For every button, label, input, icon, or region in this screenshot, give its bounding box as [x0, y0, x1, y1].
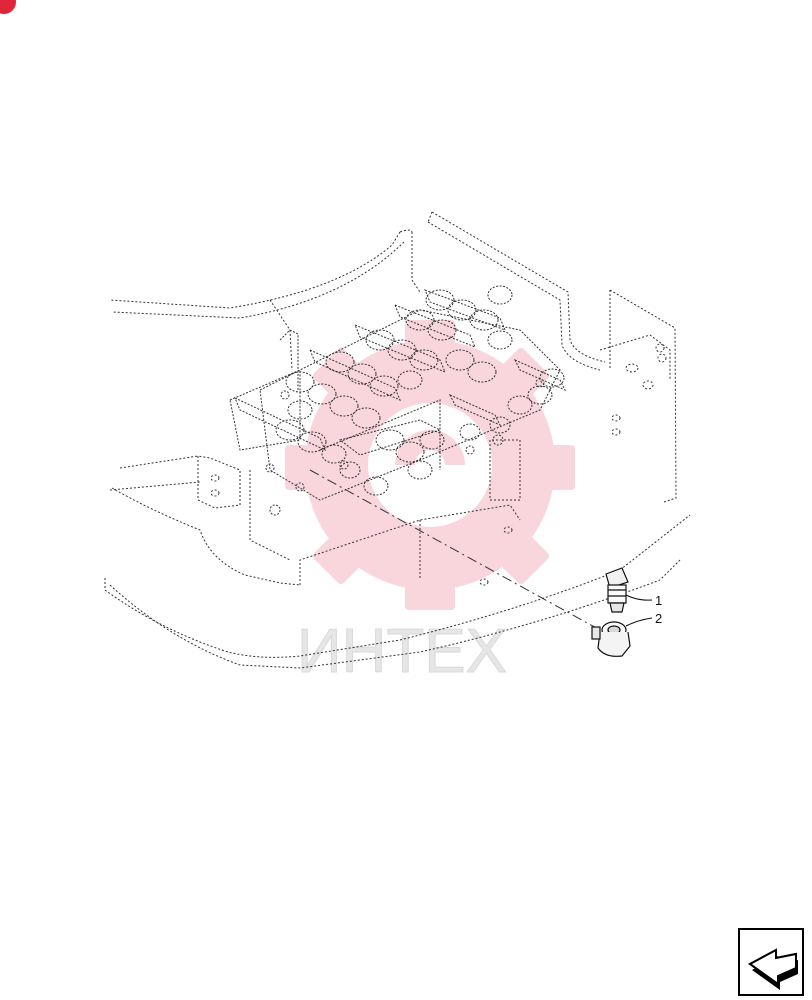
part-2-elbow-fitting[interactable] [591, 621, 631, 657]
brand-logo-icon [0, 0, 16, 14]
part-1-adapter-fitting[interactable] [605, 567, 629, 613]
watermark-text: ИНТЕХ [297, 617, 507, 686]
valve-ports [265, 378, 545, 516]
next-page-arrow-icon [748, 948, 798, 990]
valve-spools [275, 285, 565, 496]
watermark-gear-icon [285, 320, 575, 610]
callout-2: 2 [655, 611, 662, 626]
next-page-button[interactable] [738, 928, 804, 996]
machine-frame [104, 211, 691, 669]
control-valve-assembly [229, 285, 567, 516]
valve-solenoids [234, 289, 567, 456]
assembly-center-line [309, 469, 601, 631]
callout-leaders [625, 594, 653, 627]
callout-1: 1 [655, 593, 662, 608]
frame-holes [210, 343, 667, 586]
